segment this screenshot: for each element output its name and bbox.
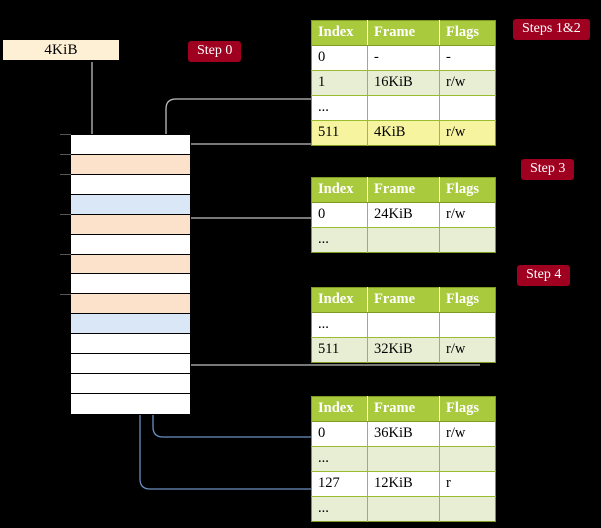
- cell-frame: 4KiB: [367, 120, 440, 146]
- cell-flags: [439, 95, 496, 121]
- cell-flags: r/w: [439, 337, 496, 363]
- cell-frame: 16KiB: [367, 70, 440, 96]
- table-row-highlighted: 511 4KiB r/w: [311, 120, 496, 146]
- badge-step-4: Step 4: [517, 265, 571, 287]
- badge-steps-1-2-label: Steps 1&2: [522, 21, 581, 36]
- memory-tick: [60, 154, 71, 155]
- cell-index: ...: [311, 496, 368, 522]
- source-box-label: 4KiB: [44, 41, 78, 58]
- memory-row: [71, 374, 190, 394]
- cell-frame: 24KiB: [367, 202, 440, 228]
- cell-flags: r: [439, 471, 496, 497]
- cell-flags: r/w: [439, 202, 496, 228]
- badge-step-4-label: Step 4: [526, 267, 562, 282]
- cell-frame: [367, 446, 440, 472]
- memory-row: [71, 234, 190, 255]
- memory-tick: [60, 134, 71, 135]
- badge-step-0-label: Step 0: [197, 43, 233, 58]
- memory-row: [71, 393, 190, 414]
- column-header-frame: Frame: [367, 177, 440, 203]
- cell-frame: -: [367, 45, 440, 71]
- memory-tick: [60, 254, 71, 255]
- cell-index: 511: [311, 337, 368, 363]
- page-table-1: Index Frame Flags 0 - - 1 16KiB r/w ... …: [311, 20, 496, 146]
- memory-row: [71, 274, 190, 295]
- memory-row: [71, 194, 190, 215]
- column-header-frame: Frame: [367, 287, 440, 313]
- cell-frame: 32KiB: [367, 337, 440, 363]
- table-row: ...: [311, 95, 496, 121]
- cell-index: 0: [311, 421, 368, 447]
- badge-steps-1-2: Steps 1&2: [513, 19, 590, 41]
- cell-flags: -: [439, 45, 496, 71]
- table-row: ...: [311, 312, 496, 338]
- memory-row: [71, 154, 190, 175]
- cell-index: ...: [311, 227, 368, 253]
- memory-row: [71, 294, 190, 315]
- cell-index: ...: [311, 95, 368, 121]
- column-header-frame: Frame: [367, 20, 440, 46]
- page-table-3: Index Frame Flags ... 511 32KiB r/w: [311, 287, 496, 363]
- cell-frame: [367, 312, 440, 338]
- cell-flags: r/w: [439, 70, 496, 96]
- memory-column: [70, 134, 191, 415]
- badge-step-3: Step 3: [521, 159, 575, 181]
- table-row: 0 24KiB r/w: [311, 202, 496, 228]
- column-header-flags: Flags: [439, 177, 496, 203]
- memory-row: [71, 254, 190, 275]
- column-header-flags: Flags: [439, 287, 496, 313]
- column-header-index: Index: [311, 287, 368, 313]
- cell-frame: [367, 496, 440, 522]
- cell-index: ...: [311, 446, 368, 472]
- table-row: 1 16KiB r/w: [311, 70, 496, 96]
- memory-row: [71, 354, 190, 375]
- table-header-row: Index Frame Flags: [311, 20, 496, 46]
- column-header-frame: Frame: [367, 396, 440, 422]
- cell-index: 127: [311, 471, 368, 497]
- source-box-4kib: 4KiB: [2, 39, 120, 61]
- table-row: ...: [311, 227, 496, 253]
- page-table-4: Index Frame Flags 0 36KiB r/w ... 127 12…: [311, 396, 496, 522]
- cell-frame: [367, 227, 440, 253]
- memory-tick: [60, 214, 71, 215]
- memory-row: [71, 214, 190, 235]
- memory-tick: [60, 294, 71, 295]
- table-row: 511 32KiB r/w: [311, 337, 496, 363]
- cell-flags: r/w: [439, 120, 496, 146]
- cell-frame: [367, 95, 440, 121]
- table-header-row: Index Frame Flags: [311, 396, 496, 422]
- badge-step-0: Step 0: [188, 41, 242, 63]
- cell-frame: 12KiB: [367, 471, 440, 497]
- cell-index: ...: [311, 312, 368, 338]
- cell-flags: [439, 446, 496, 472]
- badge-step-3-label: Step 3: [530, 161, 566, 176]
- cell-frame: 36KiB: [367, 421, 440, 447]
- memory-row: [71, 334, 190, 355]
- memory-row: [71, 174, 190, 195]
- memory-tick: [60, 174, 71, 175]
- cell-index: 511: [311, 120, 368, 146]
- page-table-2: Index Frame Flags 0 24KiB r/w ...: [311, 177, 496, 253]
- table-row: ...: [311, 446, 496, 472]
- column-header-index: Index: [311, 177, 368, 203]
- cell-index: 1: [311, 70, 368, 96]
- table-row: ...: [311, 496, 496, 522]
- cell-index: 0: [311, 202, 368, 228]
- cell-index: 0: [311, 45, 368, 71]
- column-header-index: Index: [311, 20, 368, 46]
- column-header-flags: Flags: [439, 396, 496, 422]
- cell-flags: [439, 312, 496, 338]
- cell-flags: r/w: [439, 421, 496, 447]
- memory-row: [71, 135, 190, 155]
- column-header-index: Index: [311, 396, 368, 422]
- memory-row: [71, 314, 190, 335]
- table-row: 0 - -: [311, 45, 496, 71]
- column-header-flags: Flags: [439, 20, 496, 46]
- table-row: 0 36KiB r/w: [311, 421, 496, 447]
- table-header-row: Index Frame Flags: [311, 287, 496, 313]
- cell-flags: [439, 496, 496, 522]
- table-header-row: Index Frame Flags: [311, 177, 496, 203]
- cell-flags: [439, 227, 496, 253]
- table-row: 127 12KiB r: [311, 471, 496, 497]
